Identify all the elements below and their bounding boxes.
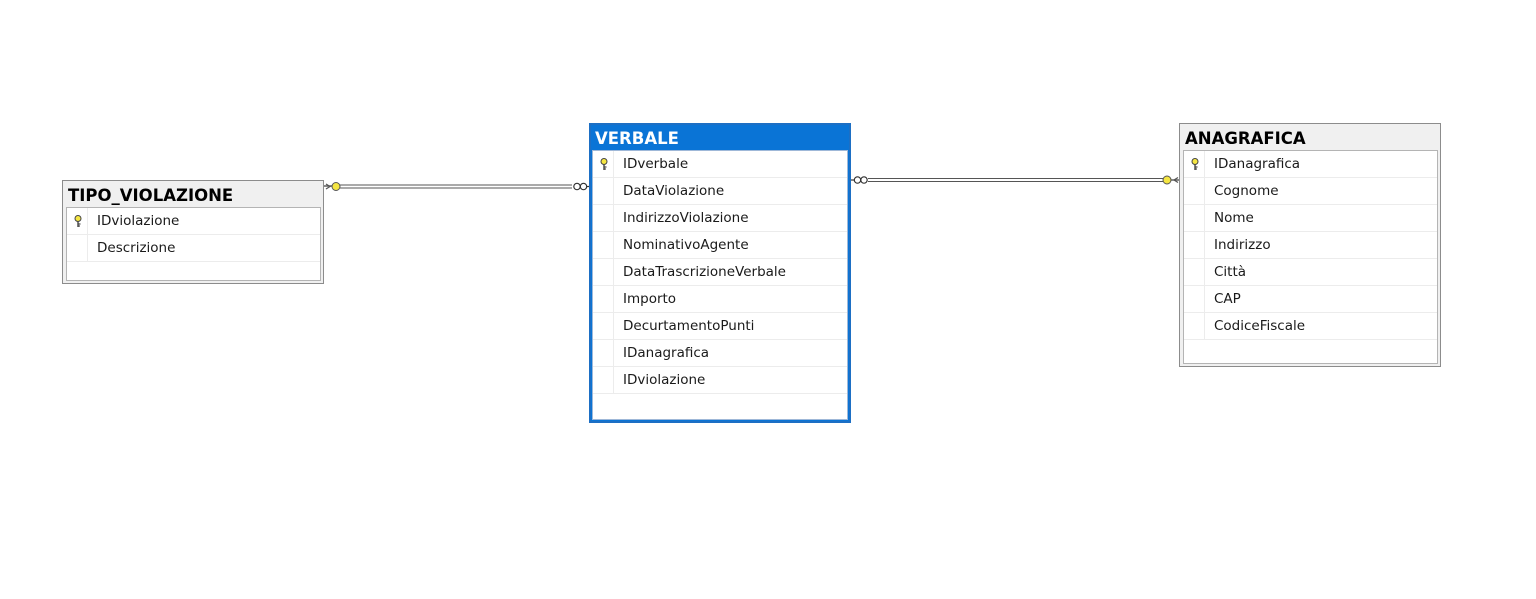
column-gutter (593, 340, 614, 366)
column-gutter (593, 151, 614, 177)
column-name: Città (1214, 264, 1247, 280)
column-row[interactable]: IDanagrafica (1184, 151, 1437, 178)
column-row[interactable]: NominativoAgente (593, 232, 847, 259)
column-name: Importo (623, 291, 677, 307)
key-icon (74, 215, 82, 227)
relationship-tipo-violazione-verbale[interactable] (324, 182, 591, 191)
column-name: DecurtamentoPunti (623, 318, 755, 334)
column-row[interactable]: IDviolazione (67, 208, 320, 235)
key-icon (600, 158, 608, 170)
column-name: IndirizzoViolazione (623, 210, 749, 226)
column-name: DataViolazione (623, 183, 725, 199)
column-name: IDviolazione (97, 213, 180, 229)
column-gutter (593, 286, 614, 312)
column-gutter (1184, 232, 1205, 258)
column-row[interactable]: Città (1184, 259, 1437, 286)
table-anagrafica[interactable]: ANAGRAFICA IDanagrafica Cognome (1179, 123, 1441, 367)
column-name: Indirizzo (1214, 237, 1271, 253)
column-gutter (1184, 205, 1205, 231)
column-list: IDanagrafica Cognome Nome Indirizzo Citt… (1183, 150, 1438, 364)
column-list: IDviolazione Descrizione (66, 207, 321, 281)
column-row[interactable]: DecurtamentoPunti (593, 313, 847, 340)
column-row[interactable]: Indirizzo (1184, 232, 1437, 259)
column-name: IDverbale (623, 156, 689, 172)
column-gutter (1184, 151, 1205, 177)
table-title: ANAGRAFICA (1185, 129, 1306, 148)
table-tipo-violazione[interactable]: TIPO_VIOLAZIONE IDviolazione Descrizione (62, 180, 324, 284)
column-gutter (1184, 286, 1205, 312)
infinity-icon (850, 176, 868, 184)
column-gutter (1184, 178, 1205, 204)
column-row[interactable]: Nome (1184, 205, 1437, 232)
key-end-icon (1162, 175, 1180, 185)
column-name: CAP (1214, 291, 1241, 307)
column-row[interactable]: DataTrascrizioneVerbale (593, 259, 847, 286)
column-gutter (1184, 259, 1205, 285)
key-icon (1191, 158, 1199, 170)
column-name: IDanagrafica (1214, 156, 1301, 172)
column-gutter (593, 367, 614, 393)
key-end-icon (324, 182, 341, 191)
column-gutter (593, 205, 614, 231)
column-gutter (593, 313, 614, 339)
column-row[interactable]: IDviolazione (593, 367, 847, 394)
column-row[interactable]: Cognome (1184, 178, 1437, 205)
column-name: Descrizione (97, 240, 176, 256)
column-name: DataTrascrizioneVerbale (623, 264, 786, 280)
column-gutter (67, 208, 88, 234)
table-verbale[interactable]: VERBALE IDverbale DataViolazione (589, 123, 851, 423)
column-name: CodiceFiscale (1214, 318, 1306, 334)
column-name: Nome (1214, 210, 1254, 226)
column-row[interactable]: Importo (593, 286, 847, 313)
column-row[interactable]: CodiceFiscale (1184, 313, 1437, 340)
column-name: Cognome (1214, 183, 1279, 199)
column-gutter (1184, 313, 1205, 339)
relationship-verbale-anagrafica[interactable] (850, 175, 1180, 185)
column-row[interactable]: IndirizzoViolazione (593, 205, 847, 232)
column-name: IDanagrafica (623, 345, 710, 361)
column-row[interactable]: Descrizione (67, 235, 320, 262)
column-gutter (593, 232, 614, 258)
column-name: NominativoAgente (623, 237, 749, 253)
column-name: IDviolazione (623, 372, 706, 388)
column-row[interactable]: CAP (1184, 286, 1437, 313)
column-row[interactable]: DataViolazione (593, 178, 847, 205)
column-gutter (593, 178, 614, 204)
column-list: IDverbale DataViolazione IndirizzoViolaz… (592, 150, 848, 420)
column-row[interactable]: IDanagrafica (593, 340, 847, 367)
table-title: VERBALE (595, 129, 679, 148)
column-gutter (593, 259, 614, 285)
column-gutter (67, 235, 88, 261)
table-title: TIPO_VIOLAZIONE (68, 186, 234, 205)
column-row[interactable]: IDverbale (593, 151, 847, 178)
